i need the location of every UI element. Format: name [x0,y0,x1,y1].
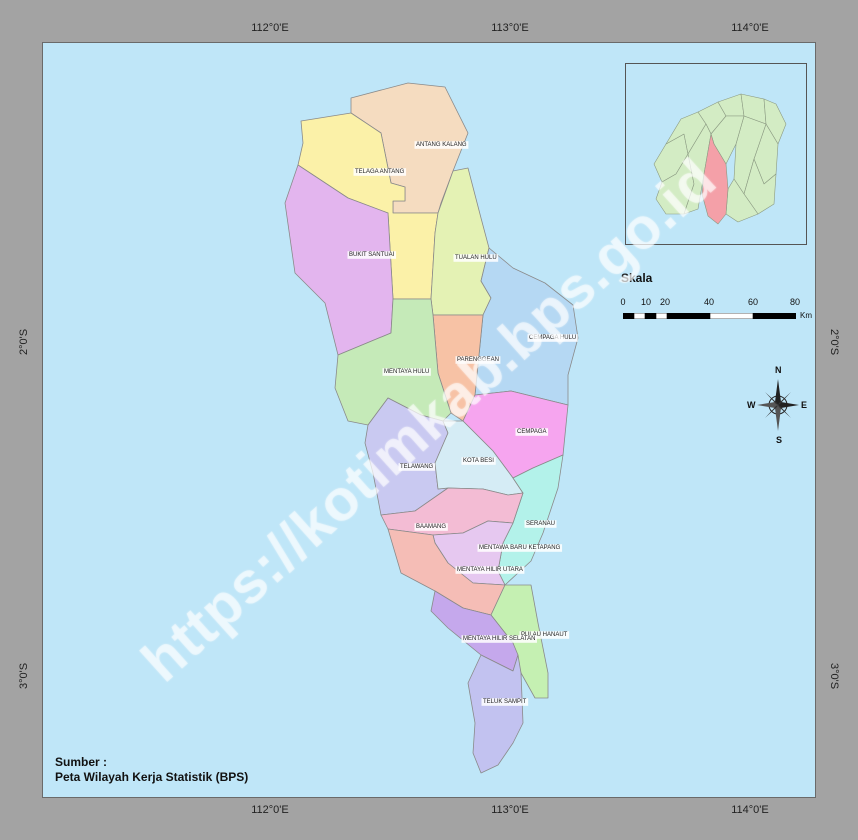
compass-rose-icon [757,379,799,431]
district-label-bg [453,254,499,262]
district-label-bg [515,428,549,436]
district-label-telaga-antang: TELAGA ANTANG [353,168,407,176]
district-label-bg [527,334,578,342]
district-label-seranau: SERANAU [524,520,557,528]
district-label-text: TELAGA ANTANG [355,169,405,175]
district-label-baamang: BAAMANG [414,523,448,531]
district-label-bg [414,523,448,531]
district-label-text: CEMPAGA [517,429,547,435]
district-teluk-sampit[interactable] [467,654,524,774]
north-arrow-compass: N S W E [747,365,809,445]
compass-east: E [801,400,808,410]
coord-left-3s: 3°0'S [18,662,30,690]
district-label-mh-selatan: MENTAYA HILIR SELATAN [461,635,537,643]
inset-region-northeast [763,98,787,145]
district-label-text: SERANAU [526,521,555,527]
district-label-bg [353,168,407,176]
district-label-text: BUKIT SANTUAI [349,252,395,258]
district-label-pulau-hanaut: PULAU HANAUT [519,631,570,639]
district-cempaga-hulu[interactable] [474,247,579,406]
district-label-bg [519,631,570,639]
district-map[interactable]: ANTANG KALANG TELAGA ANTANG BUKIT SANTUAI T… [43,43,816,798]
district-label-mh-utara: MENTAYA HILIR UTARA [455,566,525,574]
district-label-text: TELUK SAMPIT [483,699,527,705]
scale-title: Skala [621,271,653,285]
scale-bar-graphic [623,313,796,319]
district-label-mb-ketapang: MENTAWA BARU KETAPANG [477,544,563,552]
district-label-layer: ANTANG KALANG TELAGA ANTANG BUKIT SANTUAI T… [347,141,578,706]
district-label-bg [414,141,469,149]
district-label-text: PARENGGEAN [457,357,499,363]
scale-tick-10: 10 [640,297,652,307]
compass-west: W [747,400,756,410]
compass-south: S [776,435,783,445]
district-label-bg [461,457,496,465]
coord-bottom-113: 113°0'E [491,804,529,816]
district-label-bg [382,368,431,376]
district-label-bg [455,356,501,364]
district-label-text: BAAMANG [416,524,446,530]
district-label-cempaga: CEMPAGA [515,428,549,436]
map-area[interactable]: ANTANG KALANG TELAGA ANTANG BUKIT SANTUAI T… [42,42,816,798]
inset-map-svg [653,93,787,225]
district-label-text: TELAWANG [400,464,434,470]
source-heading: Sumber : [55,755,108,769]
coord-left-2s: 2°0'S [18,328,30,356]
map-source: Sumber : Peta Wilayah Kerja Statistik (B… [55,755,248,785]
district-label-bg [461,635,537,643]
district-label-text: PULAU HANAUT [521,632,568,638]
district-label-cempaga-hulu: CEMPAGA HULU [527,334,578,342]
coord-top-113: 113°0'E [491,22,529,34]
scale-tick-80: 80 [789,297,801,307]
coord-top-114: 114°0'E [731,22,769,34]
scale-tick-60: 60 [747,297,759,307]
district-label-text: MENTAYA HILIR SELATAN [463,636,535,642]
district-label-bg [347,251,397,259]
district-label-bg [524,520,557,528]
district-label-text: KOTA BESI [463,458,494,464]
scale-tick-40: 40 [703,297,715,307]
source-text: Peta Wilayah Kerja Statistik (BPS) [55,770,249,784]
district-label-bg [481,698,529,706]
district-label-tualan-hulu: TUALAN HULU [453,254,499,262]
district-label-mentaya-hulu: MENTAYA HULU [382,368,431,376]
inset-region-south-1 [683,123,712,215]
scale-tick-20: 20 [659,297,671,307]
district-label-bg [398,463,436,471]
coord-bottom-114: 114°0'E [731,804,769,816]
coord-right-2s: 2°0'S [828,328,840,356]
district-label-parenggean: PARENGGEAN [455,356,501,364]
district-mentaya-hulu[interactable] [334,298,452,426]
inset-locator-map [625,63,807,245]
coord-top-112: 112°0'E [251,22,289,34]
district-label-bg [477,544,563,552]
scale-unit: Km [800,311,812,320]
district-label-teluk-sampit: TELUK SAMPIT [481,698,529,706]
district-label-bg [455,566,525,574]
inset-highlight-kotawaringin-timur [701,133,729,225]
district-label-text: MENTAWA BARU KETAPANG [479,545,561,551]
district-label-kota-besi: KOTA BESI [461,457,496,465]
district-label-text: TUALAN HULU [455,255,497,261]
coord-right-3s: 3°0'S [828,662,840,690]
district-label-text: MENTAYA HILIR UTARA [457,567,523,573]
district-label-text: CEMPAGA HULU [529,335,576,341]
district-label-text: ANTANG KALANG [416,142,467,148]
compass-north: N [775,365,782,375]
coord-bottom-112: 112°0'E [251,804,289,816]
scale-tick-0: 0 [620,297,626,307]
district-label-bukit-santuai: BUKIT SANTUAI [347,251,397,259]
district-label-telawang: TELAWANG [398,463,436,471]
district-label-text: MENTAYA HULU [384,369,429,375]
district-label-antang-kalang: ANTANG KALANG [414,141,469,149]
